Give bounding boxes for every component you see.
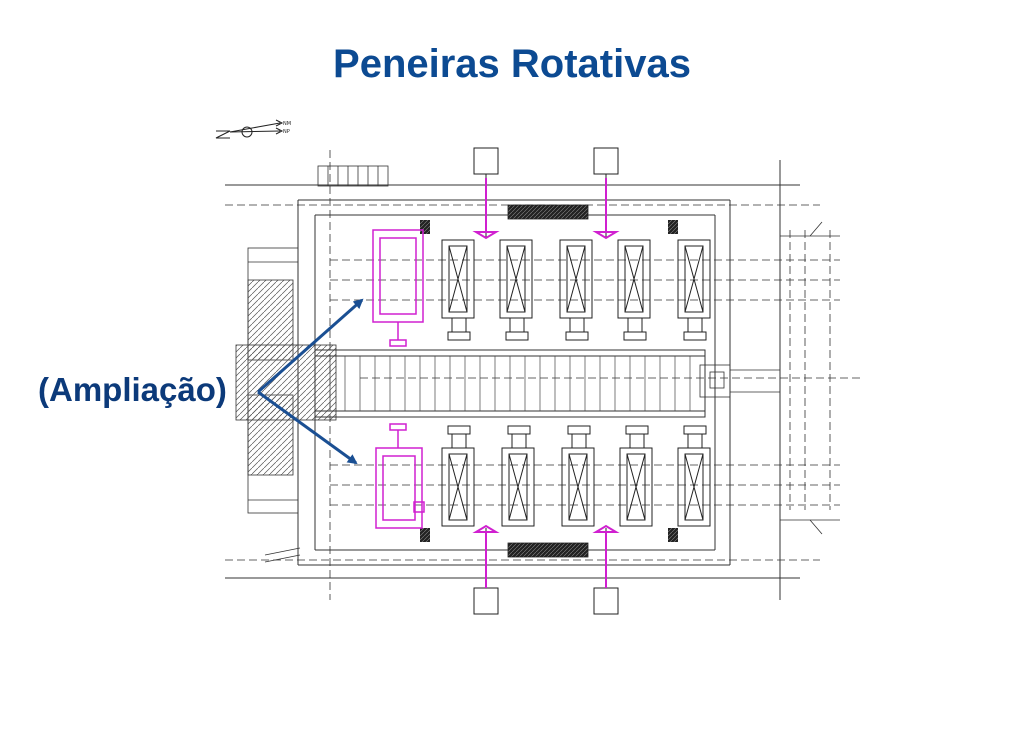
- top-grating: [317, 165, 389, 187]
- callout-label: (Ampliação): [38, 371, 227, 408]
- highlight-screen-top-left: [372, 229, 424, 347]
- rotating-screen-top-5: [677, 239, 711, 341]
- north-arrow-label-np: NP: [283, 129, 290, 135]
- right-inlet-structure: [780, 221, 840, 535]
- highlight-screen-bottom-left: [375, 423, 425, 529]
- rotating-screen-top-4: [617, 239, 651, 341]
- callout-arrow-bottom: [257, 390, 358, 465]
- valve-block-bottom-right: [668, 528, 678, 542]
- callout-arrow-top: [257, 298, 364, 394]
- slide-title: Peneiras Rotativas: [333, 42, 691, 86]
- channel-outlet: [699, 364, 780, 398]
- highlight-top-pipes: [472, 178, 620, 240]
- rotating-screen-bottom-1: [441, 425, 475, 527]
- valve-block-top-left: [420, 220, 430, 234]
- rotating-screen-top-3: [559, 239, 593, 341]
- bottom-gate: [507, 542, 589, 558]
- rotating-screen-bottom-4: [619, 425, 653, 527]
- left-staircase: [235, 247, 337, 514]
- valve-block-bottom-left: [420, 528, 430, 542]
- rotating-screen-bottom-2: [501, 425, 535, 527]
- rotating-screen-bottom-3: [561, 425, 595, 527]
- top-gate: [507, 204, 589, 220]
- bottom-access-ramp: [264, 547, 301, 563]
- valve-block-top-right: [668, 220, 678, 234]
- central-channel-ribs: [329, 356, 691, 411]
- rotating-screen-bottom-5: [677, 425, 711, 527]
- rotating-screen-top-1: [441, 239, 475, 341]
- highlight-bottom-pipes: [472, 524, 620, 588]
- north-arrow-icon: [215, 119, 284, 139]
- rotating-screen-top-2: [499, 239, 533, 341]
- north-arrow-label-nm: NM: [283, 121, 291, 127]
